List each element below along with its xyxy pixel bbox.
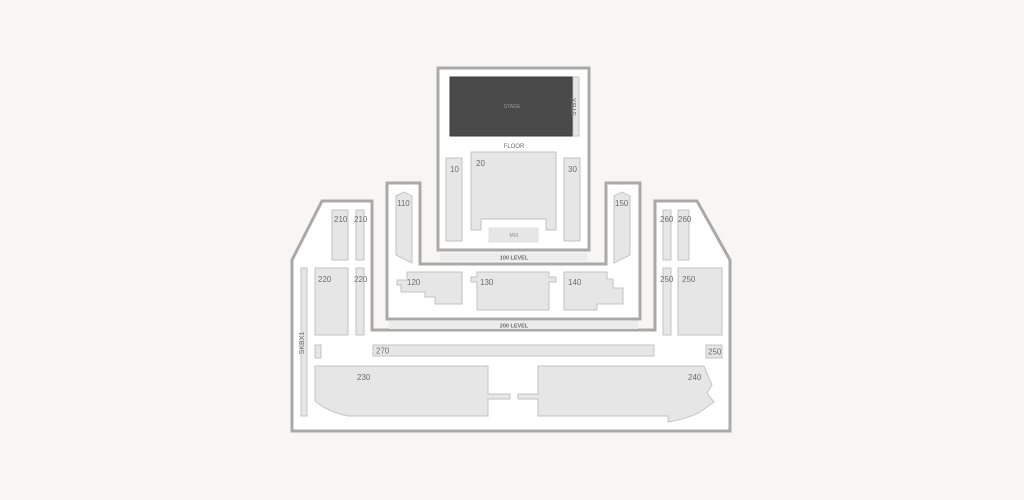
section-140[interactable]: 140	[563, 271, 624, 311]
section-210-b[interactable]: 210	[354, 209, 368, 261]
floor-label: FLOOR	[504, 144, 525, 150]
level-200-label: 200 LEVEL	[389, 321, 638, 330]
section-260-a[interactable]: 260	[660, 209, 674, 261]
section-270-label: 270	[376, 347, 390, 356]
section-140-label: 140	[568, 278, 582, 287]
section-120[interactable]: 120	[396, 271, 463, 305]
section-30[interactable]: 30	[563, 157, 581, 242]
section-250-b[interactable]: 250	[677, 267, 723, 336]
section-210-a-label: 210	[334, 215, 348, 224]
section-mix[interactable]: MIX	[488, 227, 539, 243]
section-250-b-label: 250	[682, 275, 696, 284]
section-250-a[interactable]: 250	[660, 267, 674, 336]
level-200-text: 200 LEVEL	[500, 324, 529, 330]
section-skbx1[interactable]: SKBX1	[299, 267, 308, 417]
section-10-label: 10	[450, 165, 459, 174]
stage-label: STAGE	[504, 104, 521, 110]
section-220-a[interactable]: 220	[314, 267, 349, 336]
section-250-a-label: 250	[660, 275, 674, 284]
level-100-text: 100 LEVEL	[500, 256, 529, 262]
section-150[interactable]: 150	[613, 191, 631, 264]
stage: STAGE	[449, 76, 573, 137]
section-270[interactable]: 270	[372, 344, 655, 357]
section-150-label: 150	[615, 199, 629, 208]
stbx-label: STBX	[571, 98, 578, 117]
section-20-label: 20	[476, 159, 485, 168]
section-130[interactable]: 130	[470, 271, 557, 311]
section-130-label: 130	[480, 278, 494, 287]
section-20[interactable]: 20	[470, 151, 557, 231]
section-stbx[interactable]: STBX	[571, 76, 580, 137]
section-240[interactable]: 240	[517, 365, 715, 423]
section-210-b-label: 210	[354, 215, 368, 224]
section-260-b[interactable]: 260	[677, 209, 692, 261]
skbx1-label: SKBX1	[299, 332, 306, 355]
section-240-label: 240	[688, 373, 702, 382]
section-10[interactable]: 10	[445, 157, 463, 242]
section-120-label: 120	[407, 278, 421, 287]
section-230[interactable]: 230	[314, 365, 511, 417]
section-110-label: 110	[397, 199, 410, 208]
mix-label: MIX	[510, 233, 520, 239]
section-230-label: 230	[357, 373, 371, 382]
section-220-a-label: 220	[318, 275, 332, 284]
section-260-b-label: 260	[678, 215, 692, 224]
section-220-b[interactable]: 220	[354, 267, 368, 336]
section-210-a[interactable]: 210	[331, 209, 349, 261]
level-100-label: 100 LEVEL	[440, 253, 587, 262]
section-220-b-label: 220	[354, 275, 368, 284]
section-250-c[interactable]: 250	[705, 344, 723, 359]
section-260-a-label: 260	[660, 215, 674, 224]
section-110[interactable]: 110	[395, 191, 413, 264]
section-30-label: 30	[568, 165, 577, 174]
section-small-box[interactable]	[314, 344, 322, 359]
section-250-c-label: 250	[708, 348, 722, 357]
